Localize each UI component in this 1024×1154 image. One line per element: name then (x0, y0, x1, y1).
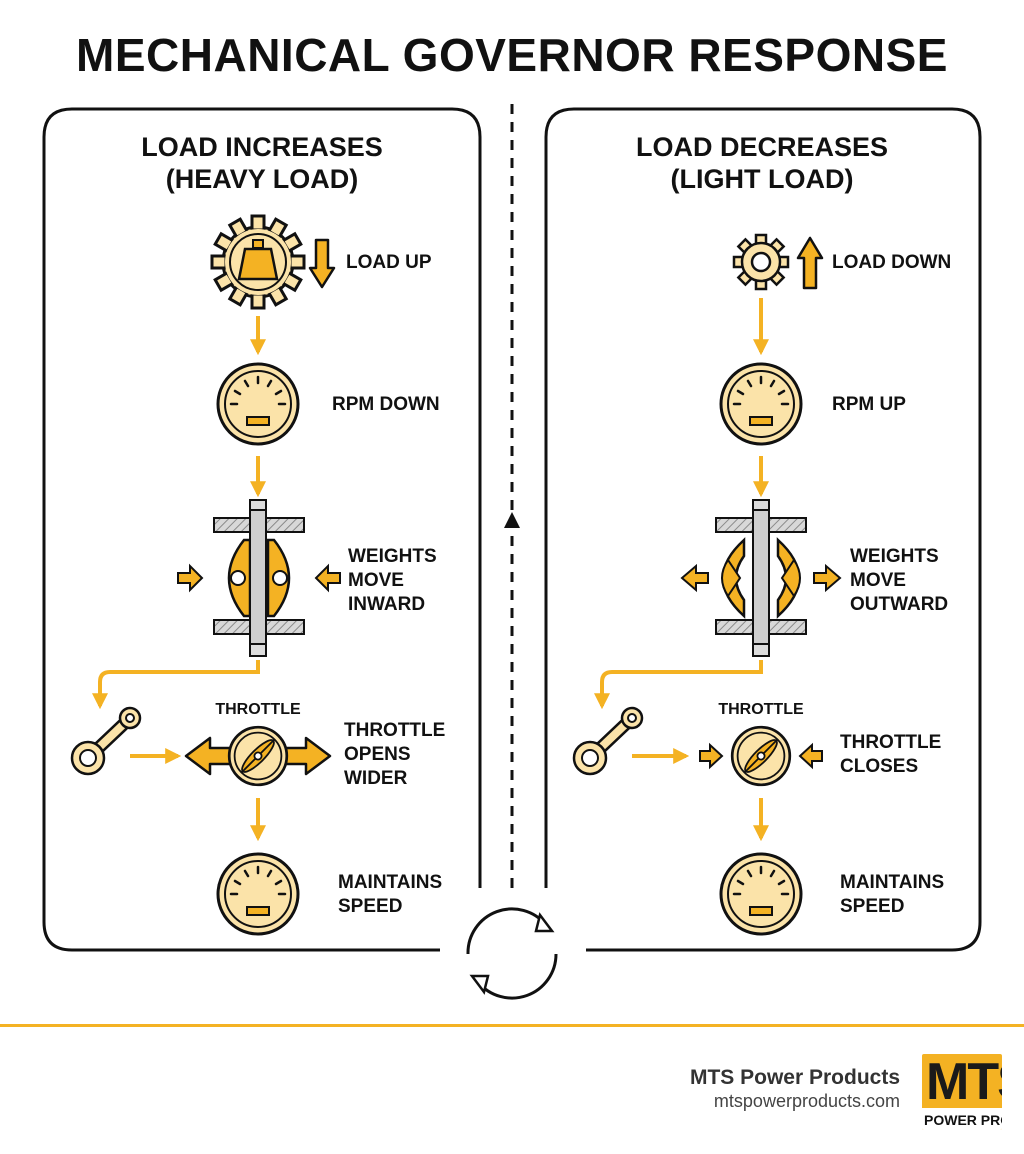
panel-right-throttle-label: THROTTLE (718, 701, 804, 718)
panel-right-rpm-label: RPM UP (832, 394, 906, 415)
cycle-arrowhead-top (534, 912, 555, 933)
connecting-rod-icon (72, 708, 140, 774)
panel-right-title-2: (LIGHT LOAD) (671, 164, 854, 194)
flow-arrow (92, 660, 260, 710)
gauge-icon (719, 362, 803, 446)
brand-url[interactable]: mtspowerproducts.com (713, 1091, 900, 1111)
panel-right-load-label: LOAD DOWN (832, 252, 951, 273)
flyweight-assembly-icon (715, 499, 807, 657)
panel-left-throttle-action-3: WIDER (344, 768, 408, 789)
outward-arrow-left (680, 563, 709, 593)
throttle-valve-icon (227, 725, 289, 787)
footer-divider (0, 1024, 1024, 1027)
gauge-icon (216, 362, 300, 446)
panel-left-throttle-label: THROTTLE (215, 701, 301, 718)
panel-left-throttle-action-2: OPENS (344, 744, 411, 765)
panel-right-result-2: SPEED (840, 896, 904, 917)
logo-strip (922, 1108, 1002, 1130)
small-gear-icon (732, 233, 790, 291)
panel-left-result-1: MAINTAINS (338, 872, 442, 893)
panel-left-rpm-label: RPM DOWN (332, 394, 440, 415)
closes-arrow-left (699, 742, 724, 770)
panel-left-title-1: LOAD INCREASES (141, 132, 383, 162)
logo-subtext: POWER PRODUCTS (924, 1112, 1002, 1128)
load-up-arrow (796, 236, 824, 290)
panel-left-title-2: (HEAVY LOAD) (166, 164, 359, 194)
page-title: MECHANICAL GOVERNOR RESPONSE (76, 29, 948, 81)
gauge-icon (719, 852, 803, 936)
panel-right-result-1: MAINTAINS (840, 872, 944, 893)
inward-arrow-right (314, 563, 341, 593)
panel-left-result-2: SPEED (338, 896, 402, 917)
brand-name: MTS Power Products (689, 1066, 900, 1089)
brand-logo: MTS POWER PRODUCTS (922, 1054, 1002, 1130)
closes-arrow-right (798, 742, 823, 770)
panel-left-weights-3: INWARD (348, 594, 425, 615)
throttle-valve-icon (730, 725, 792, 787)
logo-text: MTS (926, 1054, 1002, 1111)
panel-right-throttle-action-1: THROTTLE (840, 732, 941, 753)
gear-weight-icon (210, 214, 306, 310)
panel-right-weights-3: OUTWARD (850, 594, 948, 615)
panel-right-title-1: LOAD DECREASES (636, 132, 888, 162)
flyweight-assembly-icon (213, 499, 305, 657)
panel-right-weights-1: WEIGHTS (850, 546, 939, 567)
inward-arrow-left (177, 563, 204, 593)
outward-arrow-right (813, 563, 842, 593)
panel-left-weights-1: WEIGHTS (348, 546, 437, 567)
panel-left-throttle-action-1: THROTTLE (344, 720, 445, 741)
panel-left-load-label: LOAD UP (346, 252, 432, 273)
panel-left-weights-2: MOVE (348, 570, 404, 591)
load-down-arrow (308, 238, 336, 289)
cycle-arrowhead-bottom (469, 974, 490, 995)
gauge-icon (216, 852, 300, 936)
cycle-icon (466, 907, 558, 1000)
panel-right-weights-2: MOVE (850, 570, 906, 591)
divider-arrowhead (504, 512, 520, 528)
panel-left-border (42, 107, 482, 952)
panel-right-border (544, 107, 982, 952)
connecting-rod-icon (574, 708, 642, 774)
panel-right-throttle-action-2: CLOSES (840, 756, 918, 777)
flow-arrow (594, 660, 763, 710)
